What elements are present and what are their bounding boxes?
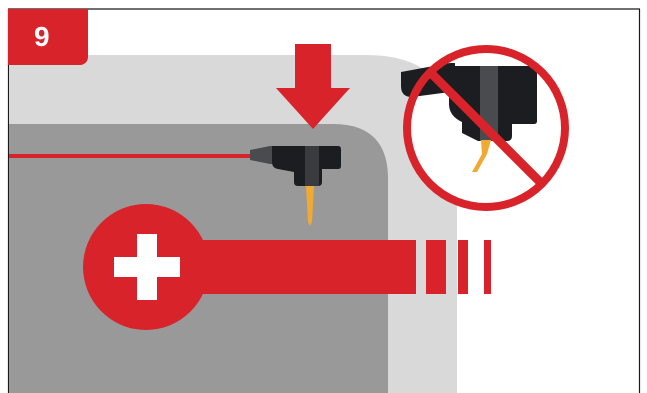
pointer-dash-3 [484, 240, 491, 294]
prohibited-sign-icon [401, 46, 568, 210]
pointer-dash-1 [426, 240, 446, 294]
step-badge: 9 [8, 9, 88, 65]
pointer-dash-2 [458, 240, 468, 294]
